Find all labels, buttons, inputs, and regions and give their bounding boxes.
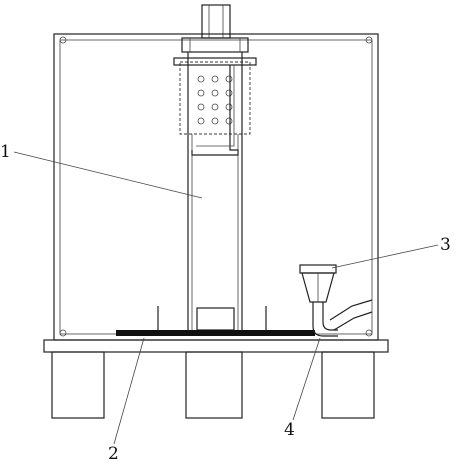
label-part-1: 1 [0,142,11,162]
leader-lines [13,151,439,445]
leader-1 [13,151,203,199]
pipe [312,299,373,337]
label-part-3: 3 [440,235,451,255]
label-part-2: 2 [108,444,119,464]
perforation-holes [197,75,233,125]
leader-3 [331,244,439,269]
column-base [196,307,235,331]
leader-2 [113,337,145,445]
plate-pins [157,306,267,330]
base-pallet [43,339,389,419]
central-column [187,52,243,334]
nozzle [299,264,337,303]
top-shaft [201,4,231,39]
leader-4 [292,337,321,421]
cabinet-frame [53,33,379,341]
label-part-4: 4 [284,420,295,440]
top-flange [181,37,249,53]
bottom-plate [116,330,315,336]
perforated-basket [173,57,257,135]
